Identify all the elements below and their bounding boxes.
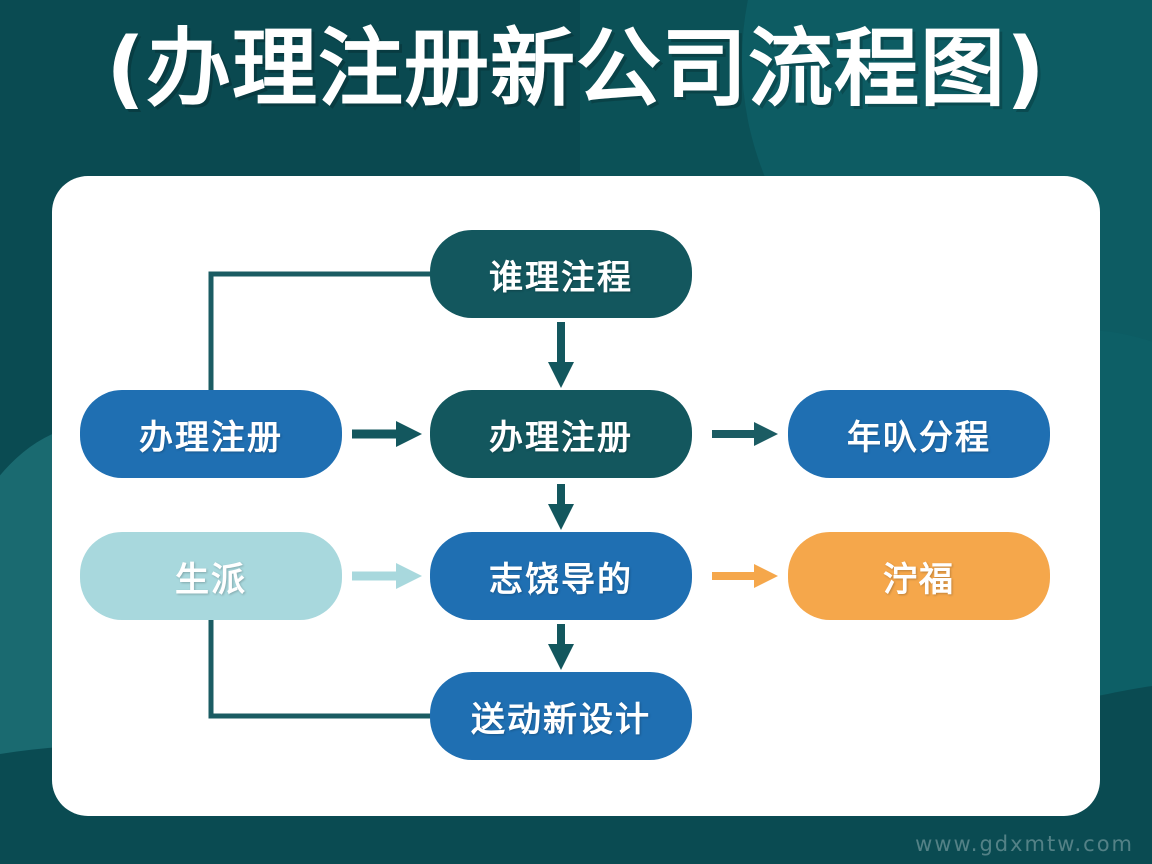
poster-title-text: (办理注册新公司流程图) (106, 20, 1046, 119)
flow-node-left-2[interactable]: 生派 (80, 532, 342, 620)
connector-left2-to-bottom (208, 620, 430, 719)
flow-node-left-1-label: 办理注册 (139, 417, 283, 458)
arrow-center2-to-bottom (548, 624, 574, 670)
flow-node-right-2-label: 泞福 (883, 559, 955, 600)
connector-left1-to-top (208, 271, 430, 390)
flow-node-bottom-label: 送动新设计 (471, 699, 651, 740)
flow-node-center-1-label: 办理注册 (489, 417, 633, 458)
flow-node-right-1-label: 年叺分程 (847, 417, 991, 458)
arrow-top-to-center1 (548, 322, 574, 388)
flow-node-bottom[interactable]: 送动新设计 (430, 672, 692, 760)
flow-node-left-2-label: 生派 (175, 559, 247, 600)
arrow-center1-to-right1 (712, 422, 778, 446)
flow-node-center-1[interactable]: 办理注册 (430, 390, 692, 478)
flow-node-top[interactable]: 谁理注程 (430, 230, 692, 318)
flowchart-diagram: 谁理注程 办理注册 办理注册 年叺分程 生派 志饶导的 泞福 送动新设计 (52, 176, 1100, 816)
flow-node-right-1[interactable]: 年叺分程 (788, 390, 1050, 478)
flow-node-center-2-label: 志饶导的 (489, 559, 633, 600)
flow-node-right-2[interactable]: 泞福 (788, 532, 1050, 620)
arrow-center2-to-right2 (712, 564, 778, 588)
flow-node-top-label: 谁理注程 (489, 257, 633, 298)
arrow-center1-to-center2 (548, 484, 574, 530)
flowchart-card: 谁理注程 办理注册 办理注册 年叺分程 生派 志饶导的 泞福 送动新设计 (52, 176, 1100, 816)
background-wave-bottom (0, 686, 1152, 864)
arrow-left2-to-center2 (352, 563, 422, 589)
flow-node-left-1[interactable]: 办理注册 (80, 390, 342, 478)
flow-node-center-2[interactable]: 志饶导的 (430, 532, 692, 620)
poster-title: (办理注册新公司流程图) (0, 14, 1152, 126)
arrow-left1-to-center1 (352, 421, 422, 447)
watermark: www.gdxmtw.com (915, 832, 1134, 856)
